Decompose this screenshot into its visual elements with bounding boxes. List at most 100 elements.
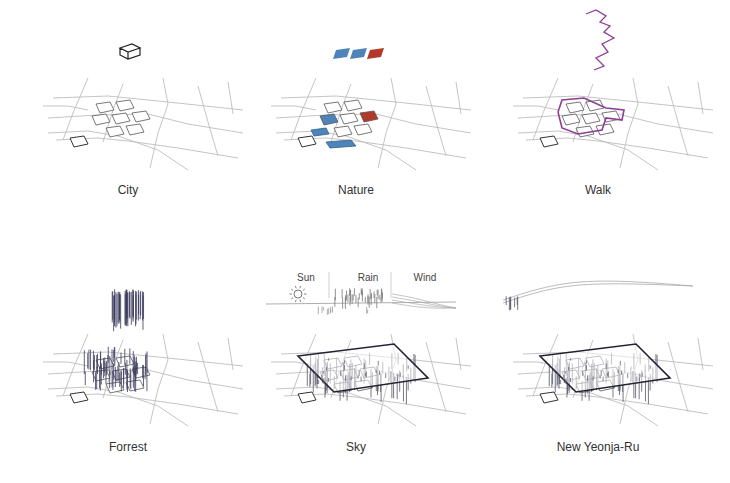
stroke	[321, 375, 322, 380]
stroke	[355, 295, 356, 303]
panel	[266, 272, 471, 426]
building-block	[334, 126, 352, 137]
stroke	[587, 375, 588, 381]
street-line	[48, 387, 188, 426]
sun-ray	[303, 289, 305, 290]
street-line	[198, 342, 218, 412]
stroke	[133, 295, 134, 322]
stroke	[88, 350, 89, 370]
stroke	[627, 373, 628, 378]
street-line	[43, 106, 88, 110]
stroke	[126, 369, 127, 390]
stroke	[142, 295, 143, 329]
nature-tile	[350, 48, 367, 59]
stroke	[358, 376, 359, 379]
stroke	[366, 371, 367, 377]
stroke	[397, 378, 398, 382]
street-map	[513, 78, 713, 170]
panel	[513, 10, 713, 170]
stroke	[127, 292, 128, 326]
street-line	[63, 334, 88, 396]
stroke	[565, 379, 566, 384]
stroke	[570, 378, 571, 382]
stroke	[345, 375, 346, 381]
stroke	[130, 371, 131, 389]
stroke	[323, 379, 324, 384]
stroke	[346, 290, 347, 300]
street-map	[43, 78, 243, 170]
vertical-strokes	[506, 296, 518, 310]
stroke	[343, 366, 344, 371]
city-box-icon	[120, 44, 140, 59]
stroke	[376, 370, 377, 373]
walk-path-icon	[586, 10, 614, 70]
stroke	[397, 374, 398, 378]
stroke	[103, 358, 104, 378]
stroke	[108, 347, 109, 363]
building-block	[562, 114, 580, 125]
stroke	[509, 297, 510, 310]
street-line	[228, 82, 233, 114]
building-block	[582, 113, 600, 124]
sun-ray	[299, 286, 301, 288]
stroke	[354, 288, 355, 295]
panel-caption: City	[48, 183, 208, 197]
building-block	[92, 114, 110, 125]
stroke	[340, 371, 341, 376]
stroke	[366, 307, 367, 314]
stroke	[565, 372, 566, 374]
stroke	[365, 297, 366, 303]
stroke	[600, 376, 601, 379]
stroke	[385, 373, 386, 378]
stroke	[343, 362, 344, 365]
stroke	[97, 354, 98, 374]
street-line	[150, 334, 168, 424]
stroke	[124, 349, 125, 365]
stroke	[585, 362, 586, 365]
stroke	[368, 294, 369, 302]
stroke	[315, 373, 316, 378]
stroke	[332, 307, 333, 313]
small-block	[298, 136, 316, 147]
stroke	[112, 372, 113, 387]
stroke	[361, 289, 362, 294]
stroke	[358, 298, 359, 308]
vertical-strokes	[558, 358, 650, 384]
vertical-strokes	[335, 288, 382, 309]
street-map	[513, 334, 713, 426]
stroke	[347, 294, 348, 302]
stroke	[127, 290, 128, 324]
nature-tile	[367, 48, 384, 59]
sun-ray	[295, 286, 297, 288]
stroke	[135, 291, 136, 326]
stroke	[121, 353, 122, 364]
stroke	[608, 371, 609, 377]
stroke	[408, 365, 409, 368]
stroke	[606, 363, 607, 369]
street-line	[150, 78, 168, 168]
building-block	[126, 124, 144, 135]
stroke	[113, 296, 114, 332]
stroke	[93, 351, 94, 369]
street-map	[271, 334, 471, 426]
building-block	[132, 111, 150, 122]
building-block	[360, 111, 378, 122]
stroke	[129, 291, 130, 317]
stroke	[514, 298, 515, 308]
stroke	[323, 307, 324, 310]
stroke	[381, 289, 382, 295]
stroke	[330, 307, 331, 312]
stroke	[359, 293, 360, 299]
building-block	[116, 100, 134, 111]
stroke	[506, 296, 507, 305]
stroke	[371, 295, 372, 305]
stroke	[376, 297, 377, 308]
stroke	[379, 371, 380, 375]
stroke	[374, 294, 375, 303]
small-block	[540, 136, 558, 147]
sun-ray	[295, 300, 297, 302]
stroke	[607, 373, 608, 377]
climate-label: Sun	[276, 272, 336, 283]
stroke	[104, 357, 105, 376]
